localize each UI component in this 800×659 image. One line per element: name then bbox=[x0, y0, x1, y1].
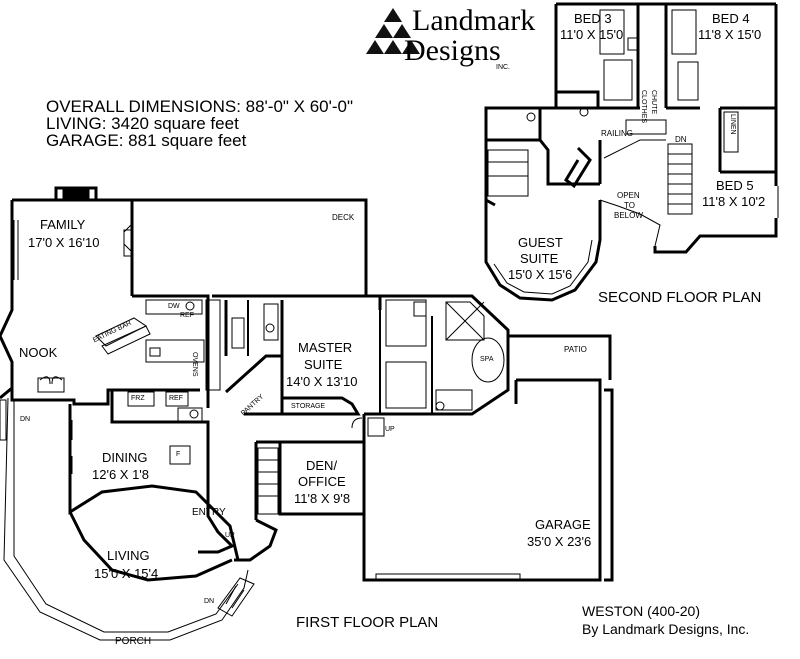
master-name: MASTER bbox=[298, 340, 353, 355]
guest-name: GUEST bbox=[518, 235, 563, 250]
garage-area: GARAGE: 881 square feet bbox=[46, 131, 247, 150]
living-size: 15'0 X 15'4 bbox=[94, 566, 159, 581]
deck-label: DECK bbox=[332, 213, 355, 222]
f-label: F bbox=[176, 451, 181, 458]
spa-label: SPA bbox=[480, 356, 494, 363]
ref-label: REF bbox=[169, 395, 183, 402]
garage-size: 35'0 X 23'6 bbox=[527, 534, 592, 549]
patio-label: PATIO bbox=[564, 345, 587, 354]
railing-label: RAILING bbox=[601, 129, 634, 138]
ref-small-label: REF bbox=[180, 312, 194, 319]
family-size: 17'0 X 16'10 bbox=[28, 235, 100, 250]
up-label-entry: UP bbox=[225, 532, 235, 539]
dining-size: 12'6 X 1'8 bbox=[92, 467, 150, 482]
frz-label: FRZ bbox=[131, 395, 145, 402]
plan-byline: By Landmark Designs, Inc. bbox=[582, 621, 750, 637]
guest-name-2: SUITE bbox=[520, 251, 559, 266]
master-size: 14'0 X 13'10 bbox=[286, 374, 358, 389]
first-floor-walls bbox=[0, 186, 614, 582]
bed3-size: 11'0 X 15'0 bbox=[560, 27, 624, 42]
first-floor-title: FIRST FLOOR PLAN bbox=[296, 614, 439, 631]
logo-line-1: Landmark bbox=[412, 4, 536, 37]
bed4-name: BED 4 bbox=[712, 11, 750, 26]
master-name-2: SUITE bbox=[304, 357, 343, 372]
up-label-garage: UP bbox=[385, 426, 395, 433]
guest-size: 15'0 X 15'6 bbox=[508, 267, 573, 282]
logo-mark-icon bbox=[366, 8, 420, 54]
bed3-name: BED 3 bbox=[574, 11, 612, 26]
clothes-label-1: CLOTHES bbox=[640, 90, 647, 124]
overall-dimensions: OVERALL DIMENSIONS: 88'-0" X 60'-0" bbox=[46, 97, 354, 116]
den-name-2: OFFICE bbox=[298, 474, 346, 489]
den-name: DEN/ bbox=[306, 458, 338, 473]
den-size: 11'8 X 9'8 bbox=[294, 491, 351, 506]
porch-label: PORCH bbox=[115, 636, 152, 647]
open-label-1: OPEN bbox=[617, 191, 640, 200]
clothes-label-2: CHUTE bbox=[650, 90, 657, 115]
dn-label-left: DN bbox=[20, 416, 31, 423]
logo-suffix: INC. bbox=[496, 64, 510, 71]
family-name: FAMILY bbox=[40, 217, 86, 232]
stair-dn-label: DN bbox=[675, 135, 687, 144]
living-name: LIVING bbox=[107, 548, 150, 563]
first-floor-details bbox=[0, 220, 521, 641]
second-floor-details bbox=[487, 9, 779, 295]
open-label-3: BELOW bbox=[614, 211, 643, 220]
storage-label: STORAGE bbox=[291, 403, 326, 410]
bed5-name: BED 5 bbox=[716, 178, 754, 193]
bed4-size: 11'8 X 15'0 bbox=[698, 27, 762, 42]
logo-line-2: Designs bbox=[404, 34, 501, 67]
second-floor-walls bbox=[484, 2, 778, 302]
open-label-2: TO bbox=[624, 201, 635, 210]
garage-name: GARAGE bbox=[535, 517, 591, 532]
bed5-size: 11'8 X 10'2 bbox=[702, 194, 766, 209]
ovens-label: OVENS bbox=[191, 352, 198, 377]
entry-label: ENTRY bbox=[192, 507, 226, 518]
living-area: LIVING: 3420 square feet bbox=[46, 114, 239, 133]
second-floor-title: SECOND FLOOR PLAN bbox=[598, 289, 762, 306]
plan-name: WESTON (400-20) bbox=[582, 603, 700, 619]
linen-label: LINEN bbox=[729, 114, 736, 135]
dn-label-porch: DN bbox=[204, 598, 215, 605]
dining-name: DINING bbox=[102, 450, 148, 465]
dw-label: DW bbox=[168, 303, 180, 310]
nook-name: NOOK bbox=[19, 345, 58, 360]
